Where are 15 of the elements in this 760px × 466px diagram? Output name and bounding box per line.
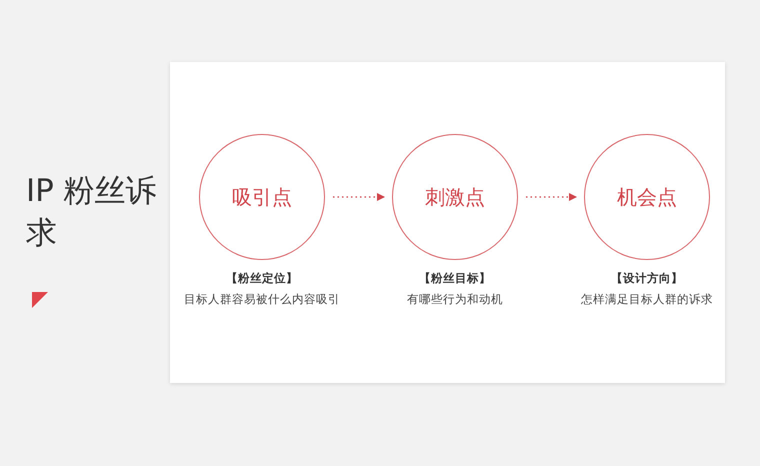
arrow xyxy=(333,193,385,201)
title: IP 粉丝诉求 xyxy=(26,172,158,253)
node-heading: 【设计方向】 xyxy=(610,271,684,286)
node-label: 刺激点 xyxy=(425,184,485,210)
node-label: 机会点 xyxy=(617,184,677,210)
node-heading: 【粉丝目标】 xyxy=(418,271,492,286)
node-description: 目标人群容易被什么内容吸引 xyxy=(183,292,341,307)
circle-node xyxy=(584,134,710,260)
circle-node xyxy=(199,134,325,260)
node-heading: 【粉丝定位】 xyxy=(225,271,299,286)
node-description: 有哪些行为和动机 xyxy=(406,292,504,307)
node-label: 吸引点 xyxy=(232,184,292,210)
node-description: 怎样满足目标人群的诉求 xyxy=(580,292,714,307)
arrow xyxy=(526,193,577,201)
circle-node xyxy=(392,134,518,260)
